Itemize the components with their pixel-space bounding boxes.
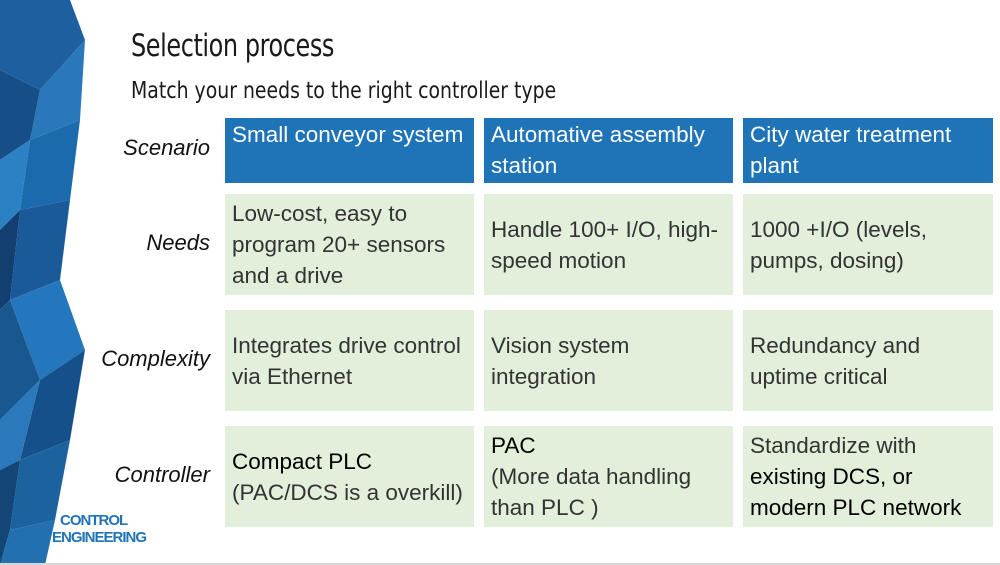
controller-rest-1: (PAC/DCS is a overkill) xyxy=(232,479,463,505)
row-label-controller: Controller xyxy=(114,462,210,487)
controller-lead-1: Compact PLC xyxy=(232,448,373,474)
scenario-cell-3: City water treatment plant xyxy=(743,118,993,183)
needs-cell-2: Handle 100+ I/O, high-speed motion xyxy=(484,194,733,295)
row-label-scenario: Scenario xyxy=(123,135,210,160)
slide-title: Selection process xyxy=(131,28,334,64)
scenario-cell-2: Automative assembly station xyxy=(484,118,733,183)
row-label-needs: Needs xyxy=(146,230,210,255)
logo-line-1: CONTROL xyxy=(60,512,128,529)
scenario-cell-1: Small conveyor system xyxy=(225,118,474,183)
bottom-divider xyxy=(0,563,1000,565)
controller-lead-3: Standardize with xyxy=(750,433,917,458)
slide-subtitle: Match your needs to the right controller… xyxy=(131,78,557,104)
needs-cell-3: 1000 +I/O (levels, pumps, dosing) xyxy=(743,194,993,295)
controller-cell-2: PAC (More data handling than PLC ) xyxy=(484,426,733,527)
controller-cell-1: Compact PLC (PAC/DCS is a overkill) xyxy=(225,426,474,527)
complexity-cell-3: Redundancy and uptime critical xyxy=(743,310,993,411)
controller-lead-2: PAC xyxy=(491,433,536,458)
controller-rest-2: (More data handling than PLC ) xyxy=(491,464,692,520)
controller-cell-3: Standardize with existing DCS, or modern … xyxy=(743,426,993,527)
controller-rest-3: existing DCS, or modern PLC network xyxy=(750,464,962,520)
control-engineering-logo: CONTROL ENGINEERING xyxy=(52,512,162,552)
decorative-polygon-band xyxy=(0,0,85,565)
row-label-complexity: Complexity xyxy=(101,346,210,371)
complexity-cell-2: Vision system integration xyxy=(484,310,733,411)
complexity-cell-1: Integrates drive control via Ethernet xyxy=(225,310,474,411)
logo-line-2: ENGINEERING xyxy=(52,529,147,546)
needs-cell-1: Low-cost, easy to program 20+ sensors an… xyxy=(225,194,474,295)
